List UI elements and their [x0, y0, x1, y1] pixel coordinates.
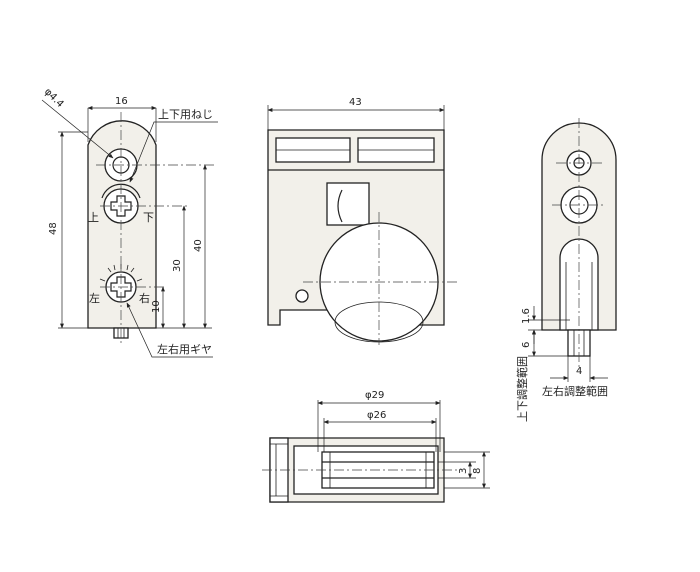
label-left: 左 — [89, 292, 100, 305]
label-down: 下 — [143, 211, 154, 224]
dim-thickness-8: 8 — [472, 468, 483, 474]
dim-width-43: 43 — [349, 97, 362, 108]
dim-height-48: 48 — [48, 222, 59, 235]
label-lr-range: 左右調整範囲 — [542, 384, 608, 398]
label-right: 右 — [139, 291, 150, 305]
left-view: 上 下 左 右 — [87, 112, 215, 345]
label-ud-range: 上下調整範囲 — [515, 356, 529, 422]
dim-hole-diameter: φ4.4 — [42, 86, 66, 110]
dim-height-40: 40 — [193, 239, 204, 252]
dim-diameter-26: φ26 — [367, 410, 386, 421]
dim-height-10: 10 — [151, 300, 162, 313]
middle-small-hole — [295, 289, 309, 303]
right-view — [541, 118, 617, 370]
right-view-dimensions: 1.6 6 4 左右調整範囲 上下調整範囲 — [515, 306, 608, 422]
bottom-view-dimensions: φ29 φ26 3 8 — [317, 390, 490, 489]
label-lr-gear: 左右用ギヤ — [157, 342, 212, 356]
screw-cross-slot — [110, 195, 132, 217]
middle-view — [267, 129, 460, 345]
dim-width-16: 16 — [115, 96, 128, 107]
dim-diameter-29: φ29 — [365, 390, 384, 401]
left-plate-outline — [87, 120, 157, 329]
dim-range-6: 6 — [521, 342, 532, 348]
adjust-window — [326, 182, 370, 226]
dim-range-4: 4 — [576, 366, 582, 377]
middle-view-dimensions: 43 — [267, 97, 445, 130]
label-adjust-screw: 上下用ねじ — [158, 108, 213, 121]
dim-range-1-6: 1.6 — [521, 308, 532, 324]
dim-thickness-3: 3 — [458, 468, 469, 474]
dim-height-30: 30 — [172, 259, 183, 272]
bottom-view — [262, 437, 460, 503]
label-up: 上 — [88, 211, 99, 224]
